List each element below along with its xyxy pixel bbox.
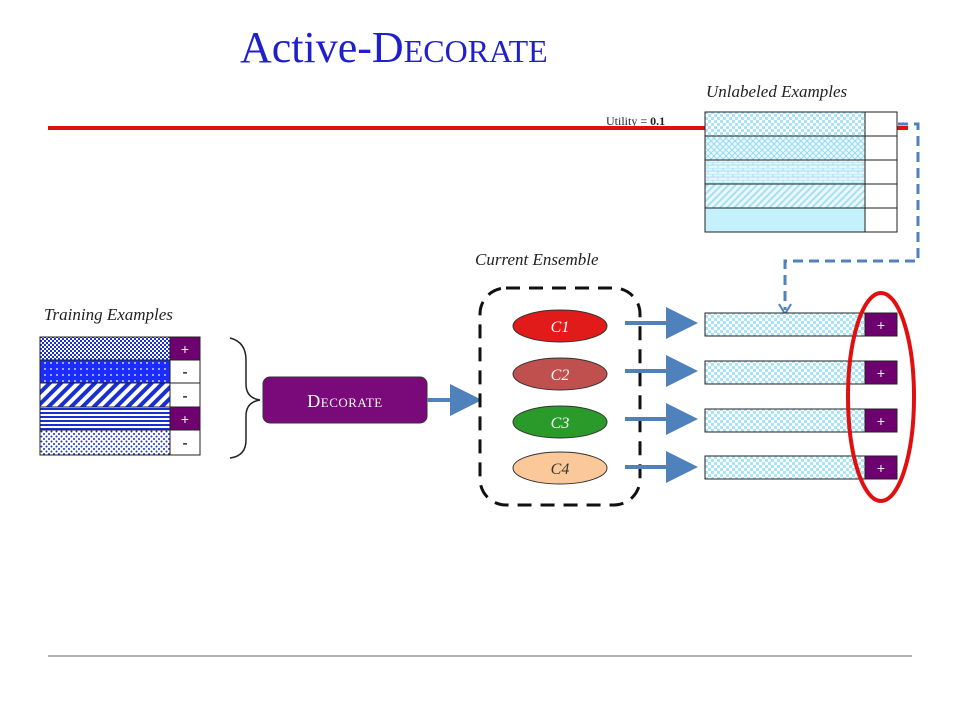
svg-text:-: - <box>182 388 187 405</box>
classifier-c1 <box>512 309 608 343</box>
unlabeled-row <box>704 135 866 161</box>
page-title: Active-DECORATE <box>240 23 548 72</box>
utility-readout: Utility = 0.1 <box>606 114 666 128</box>
prediction-label-box <box>864 360 898 385</box>
unlabeled-row <box>704 207 866 233</box>
training-row <box>39 336 171 361</box>
unlabeled-examples-table <box>704 111 898 233</box>
training-examples-table: + - - + - <box>39 336 201 456</box>
agreement-highlight-ellipse <box>846 291 916 503</box>
training-row <box>39 359 171 384</box>
svg-text:C3: C3 <box>551 415 570 432</box>
unlabeled-row <box>704 159 866 185</box>
current-ensemble-label: Current Ensemble <box>475 250 599 269</box>
ensemble-container <box>478 286 642 507</box>
training-examples-label: Training Examples <box>44 305 173 324</box>
prediction-label-box <box>864 455 898 480</box>
unlabeled-row <box>704 183 866 209</box>
svg-text:+: + <box>877 365 885 381</box>
svg-text:+: + <box>877 317 885 333</box>
classifier-c3 <box>512 405 608 439</box>
prediction-label-box <box>864 408 898 433</box>
decorate-label: DECORATE <box>307 391 383 411</box>
training-row <box>39 406 171 431</box>
svg-text:-: - <box>182 435 187 452</box>
label-box-negative <box>169 382 201 408</box>
prediction-row <box>704 408 866 433</box>
svg-text:+: + <box>181 411 189 427</box>
svg-text:+: + <box>877 460 885 476</box>
svg-text:C2: C2 <box>551 367 570 384</box>
prediction-rows: + + + + <box>704 312 898 480</box>
svg-text:+: + <box>181 341 189 357</box>
training-row <box>39 382 171 408</box>
classifier-c2 <box>512 357 608 391</box>
training-row <box>39 429 171 456</box>
prediction-row <box>704 455 866 480</box>
svg-text:-: - <box>182 364 187 381</box>
unlabeled-row <box>704 111 866 137</box>
prediction-row <box>704 312 866 337</box>
svg-text:C4: C4 <box>551 461 570 478</box>
prediction-row <box>704 360 866 385</box>
curly-brace <box>229 337 261 459</box>
svg-text:+: + <box>877 413 885 429</box>
svg-text:C1: C1 <box>551 319 570 336</box>
unlabeled-examples-label: Unlabeled Examples <box>706 82 848 101</box>
selection-dashed-arrow <box>783 122 920 310</box>
label-box-negative <box>169 429 201 456</box>
classifier-c4 <box>512 451 608 485</box>
prediction-label-box <box>864 312 898 337</box>
